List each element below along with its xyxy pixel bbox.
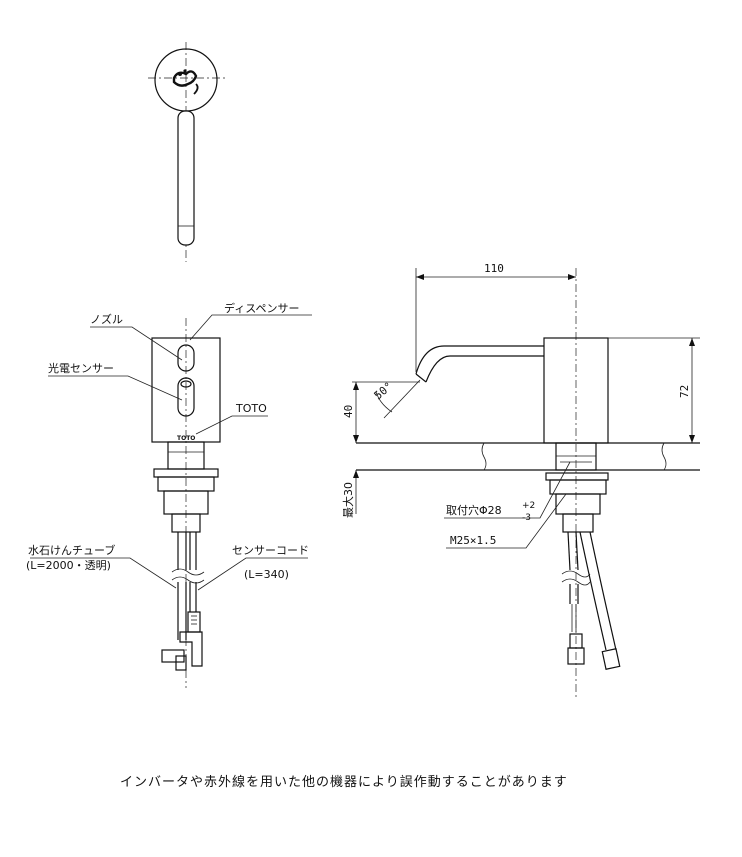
front-view: TOTO ノズル ディスペンサ bbox=[26, 301, 312, 688]
dim-height: 72 bbox=[678, 385, 691, 398]
nozzle-label: ノズル bbox=[90, 312, 123, 326]
mount-hole-label: 取付穴Φ28 bbox=[446, 503, 502, 517]
side-view: 110 72 40 最大30 50° 取付穴Φ28 +2 -3 M25×1.5 bbox=[341, 262, 700, 700]
sensor-cord-label: センサーコード bbox=[232, 544, 309, 557]
dim-angle: 50° bbox=[372, 380, 396, 403]
hand-wash-icon bbox=[172, 69, 199, 95]
mount-hole-tol-minus: -3 bbox=[522, 513, 531, 523]
malfunction-note: インバータや赤外線を用いた他の機器により誤作動することがあります bbox=[120, 775, 568, 790]
photo-sensor-label: 光電センサー bbox=[48, 361, 114, 375]
toto-label: TOTO bbox=[235, 402, 267, 415]
dim-spout-height: 40 bbox=[342, 405, 355, 418]
thread-label: M25×1.5 bbox=[450, 534, 496, 547]
dim-max-thickness: 最大30 bbox=[341, 482, 355, 518]
soap-tube-spec: (L=2000・透明) bbox=[26, 559, 111, 572]
toto-marking: TOTO bbox=[177, 435, 195, 442]
mount-hole-tol-plus: +2 bbox=[522, 501, 535, 511]
dispenser-label: ディスペンサー bbox=[224, 301, 299, 315]
sensor-cord-spec: (L=340) bbox=[244, 568, 289, 581]
dim-width: 110 bbox=[484, 262, 504, 275]
top-view bbox=[148, 42, 226, 262]
soap-tube-label: 水石けんチューブ bbox=[28, 543, 115, 557]
